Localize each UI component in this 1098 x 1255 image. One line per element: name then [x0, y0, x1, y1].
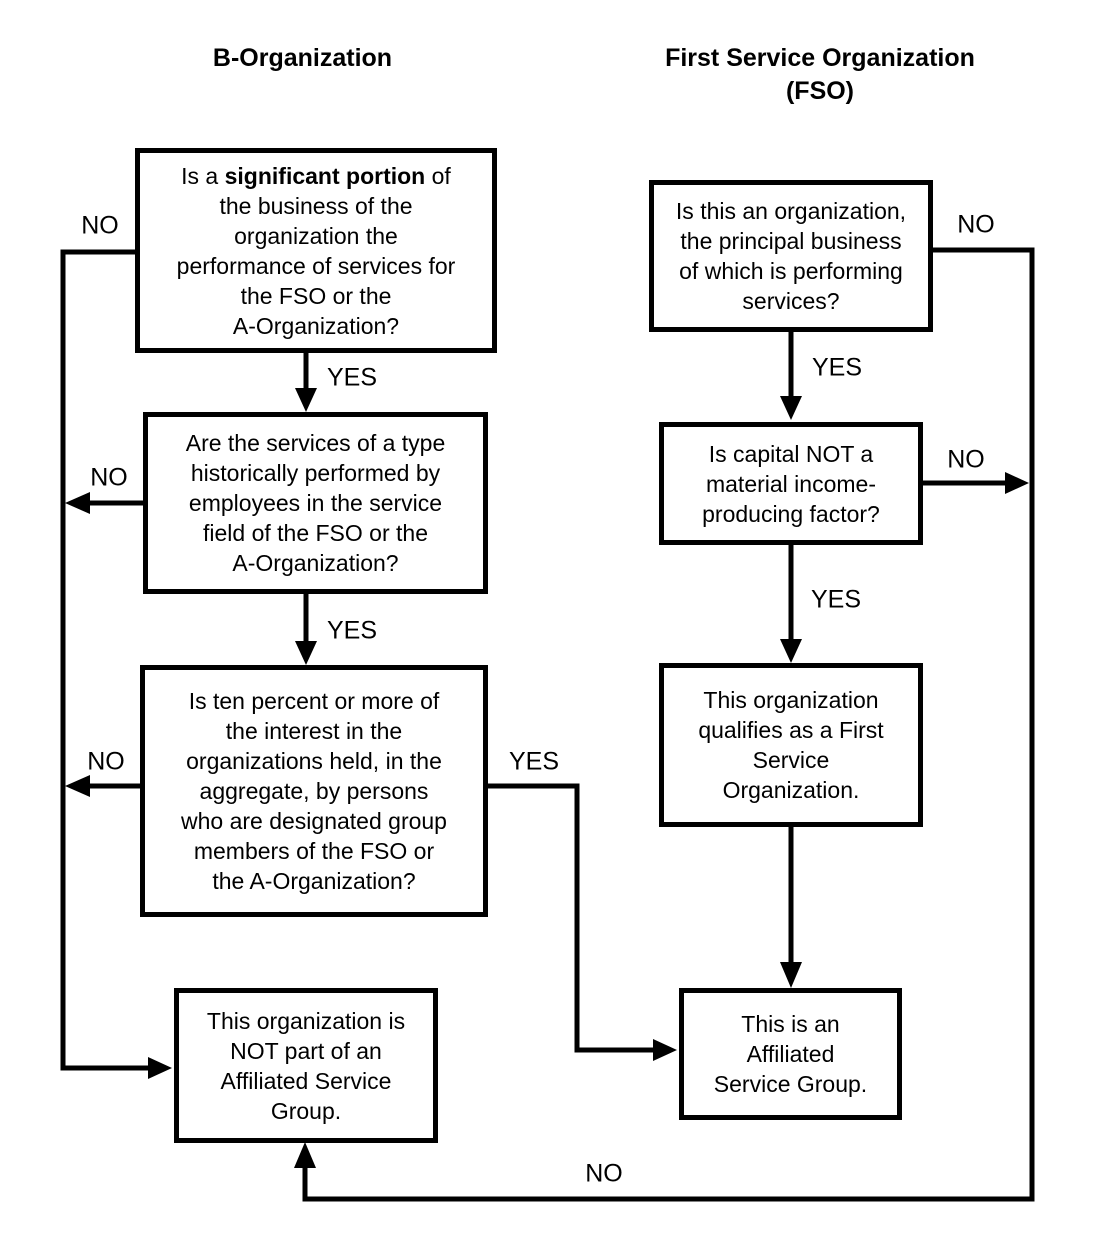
box-affiliated-service-group-result: This is an Affiliated Service Group.: [679, 988, 902, 1120]
arrowhead-yes-f1-f2: [780, 396, 802, 420]
arrowhead-no-b2: [65, 492, 90, 514]
arrowhead-no-bottom-into-not-asg: [294, 1142, 316, 1168]
yes-label-f2: YES: [808, 585, 864, 614]
box-not-affiliated-service-group-result: This organization is NOT part of an Affi…: [174, 988, 438, 1143]
connector-no-rail-left: [60, 249, 150, 1071]
box-qualifies-as-fso-result: This organization qualifies as a First S…: [659, 663, 923, 827]
connector-no-rail-right: [302, 247, 1035, 1202]
arrowhead-into-not-asg-box: [148, 1057, 172, 1079]
box-historically-performed-question: Are the services of a type historically …: [143, 412, 488, 594]
no-label-b3: NO: [85, 747, 127, 776]
no-label-b2: NO: [88, 463, 130, 492]
arrowhead-no-f2: [1005, 472, 1029, 494]
no-label-bottom-return: NO: [583, 1159, 625, 1188]
connector-yes-b3-asg: [488, 783, 655, 1053]
text-segment-bold: significant portion: [224, 162, 426, 189]
column-header-fso: First Service Organization (FSO): [665, 44, 975, 105]
box-significant-portion-text: Is a significant portion of the business…: [177, 161, 456, 341]
text-segment: of the business of the organization the …: [176, 162, 456, 339]
box-significant-portion-question: Is a significant portion of the business…: [135, 148, 497, 353]
no-label-b1: NO: [79, 211, 121, 240]
arrowhead-yes-b2-b3: [295, 641, 317, 665]
arrowhead-no-b3: [65, 775, 90, 797]
box-historically-performed-text: Are the services of a type historically …: [185, 430, 446, 576]
no-label-f1: NO: [955, 210, 997, 239]
box-qualifies-as-fso-text: This organization qualifies as a First S…: [698, 687, 884, 803]
no-label-f2: NO: [945, 445, 987, 474]
arrowhead-yes-b3-asg: [653, 1039, 677, 1061]
box-ten-percent-interest-text: Is ten percent or more of the interest i…: [181, 688, 447, 894]
box-principal-business-question: Is this an organization, the principal b…: [649, 180, 933, 332]
box-affiliated-service-group-text: This is an Affiliated Service Group.: [713, 1011, 868, 1097]
yes-label-b3: YES: [506, 747, 562, 776]
arrowhead-f3-f4: [780, 962, 802, 988]
yes-label-f1: YES: [809, 353, 865, 382]
text-segment: Is a: [181, 162, 225, 189]
box-capital-material-factor-text: Is capital NOT a material income- produc…: [702, 440, 880, 527]
box-principal-business-text: Is this an organization, the principal b…: [675, 198, 907, 314]
box-capital-material-factor-question: Is capital NOT a material income- produc…: [659, 422, 923, 545]
yes-label-b1: YES: [324, 363, 380, 392]
column-header-b-organization: B-Organization: [212, 44, 393, 72]
arrowhead-yes-b1-b2: [295, 388, 317, 412]
box-ten-percent-interest-question: Is ten percent or more of the interest i…: [140, 665, 488, 917]
arrowhead-yes-f2-f3: [780, 639, 802, 663]
box-not-affiliated-service-group-text: This organization is NOT part of an Affi…: [206, 1007, 406, 1124]
yes-label-b2: YES: [324, 616, 380, 645]
